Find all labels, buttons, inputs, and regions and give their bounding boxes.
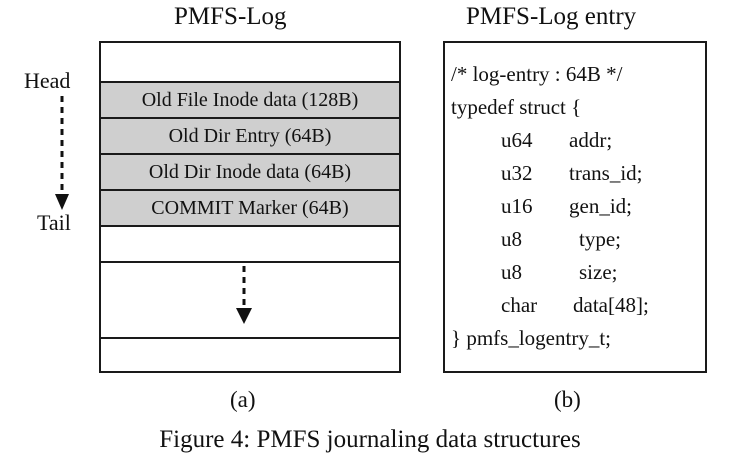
head-to-tail-arrow — [55, 96, 69, 210]
figure-caption: Figure 4: PMFS journaling data structure… — [159, 426, 581, 453]
field-name: type; — [579, 227, 621, 251]
log-entry-struct-box: /* log-entry : 64B */ typedef struct { u… — [443, 41, 707, 373]
log-entry-panel-title: PMFS-Log entry — [466, 3, 637, 30]
field-type: u32 — [501, 161, 533, 185]
struct-comment: /* log-entry : 64B */ — [451, 62, 623, 86]
log-growth-arrow — [236, 266, 252, 324]
field-name: trans_id; — [569, 161, 643, 185]
field-type: u16 — [501, 194, 533, 218]
field-type: u8 — [501, 227, 522, 251]
field-type: char — [501, 293, 538, 317]
field-name: addr; — [569, 128, 613, 152]
field-name: data[48]; — [573, 293, 649, 317]
panel-a-label: (a) — [230, 387, 256, 412]
log-divider — [101, 337, 399, 339]
log-panel-title: PMFS-Log — [174, 3, 287, 30]
struct-close: } pmfs_logentry_t; — [451, 326, 611, 350]
field-type: u64 — [501, 128, 533, 152]
log-entry-old-file-inode: Old File Inode data (128B) — [101, 81, 399, 117]
log-entry-old-dir-inode: Old Dir Inode data (64B) — [101, 153, 399, 189]
struct-open: typedef struct { — [451, 95, 582, 119]
log-divider — [101, 261, 399, 263]
field-name: gen_id; — [569, 194, 632, 218]
head-label: Head — [24, 68, 71, 93]
panel-b-label: (b) — [554, 387, 581, 412]
log-entry-old-dir-entry: Old Dir Entry (64B) — [101, 117, 399, 153]
tail-label: Tail — [37, 210, 71, 235]
pmfs-log-box: Old File Inode data (128B) Old Dir Entry… — [99, 41, 401, 373]
log-divider — [101, 225, 399, 227]
field-type: u8 — [501, 260, 522, 284]
log-entry-commit-marker: COMMIT Marker (64B) — [101, 189, 399, 225]
field-name: size; — [579, 260, 618, 284]
